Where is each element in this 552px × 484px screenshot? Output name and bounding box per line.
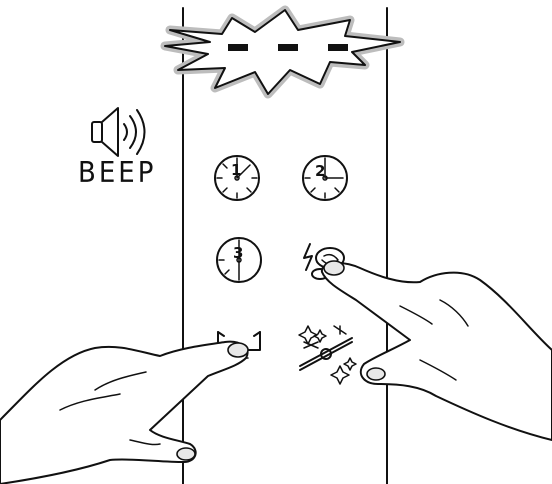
timer-1-icon[interactable]: 1 [215, 156, 259, 200]
timer-2-icon[interactable]: 2 [303, 156, 347, 200]
clean-sparkle-icon[interactable] [299, 326, 356, 384]
speaker-sound-icon [92, 108, 145, 156]
timer-3-icon[interactable]: 3 [217, 238, 261, 282]
timer-3-digit: 3 [233, 244, 243, 262]
timer-1-digit: 1 [231, 161, 241, 179]
left-hand [0, 342, 248, 484]
display-burst [165, 10, 400, 94]
right-hand [322, 261, 552, 440]
display-dashes [228, 44, 348, 51]
beep-label: BEEP [78, 157, 176, 190]
timer-2-digit: 2 [315, 162, 325, 180]
